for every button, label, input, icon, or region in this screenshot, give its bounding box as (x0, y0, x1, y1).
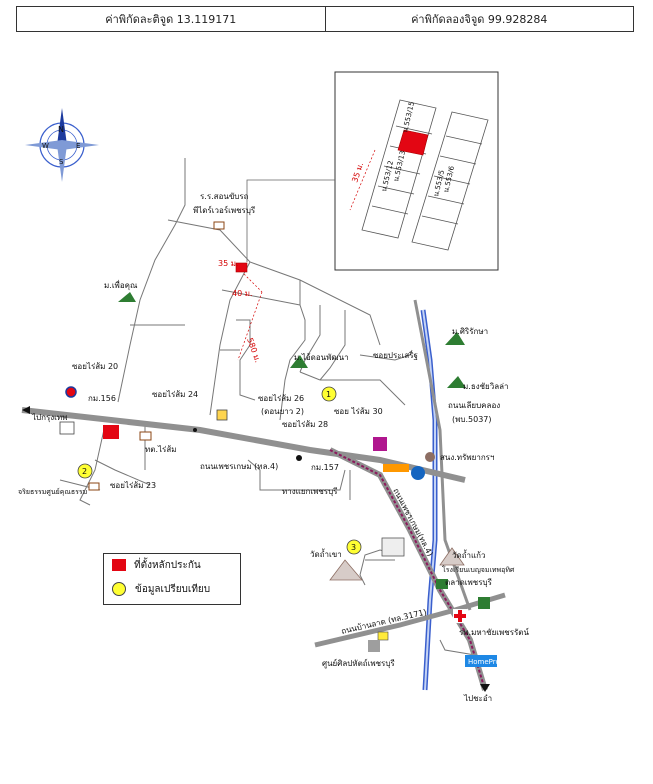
fuel-station-icon (65, 386, 77, 398)
label-hospital: รพ.มหาชัยเพชรรัตน์ (459, 627, 529, 637)
office-seal-icon (425, 452, 435, 462)
collateral-marker (235, 262, 248, 273)
latitude-value: ค่าพิกัดละติจูด 13.119171 (105, 13, 237, 26)
shop-icon (216, 409, 228, 421)
label-village-wiset: ม.ไอ้ดอนพัฒนา (294, 353, 349, 362)
label-soi26: ซอยไร่ส้ม 26 (258, 394, 304, 403)
building-icon (59, 421, 75, 435)
label-to-chaam: ไปชะอำ (463, 694, 492, 703)
label-soi23: ซอยไร่ส้ม 23 (110, 481, 156, 490)
point-icon (193, 428, 197, 432)
road-bypass-inner (329, 449, 486, 691)
label-dim-580: 580 ม. (245, 337, 262, 364)
compass-w: W (42, 142, 49, 150)
label-village-phuekhun: ม.เพื่อคุณ (104, 279, 138, 290)
label-to-bangkok: ไปกรุงเทพ (31, 413, 67, 422)
longitude-value: ค่าพิกัดลองจิจูด 99.928284 (324, 7, 634, 31)
coordinate-bar: ค่าพิกัดละติจูด 13.119171 ค่าพิกัดลองจิจ… (16, 6, 634, 32)
label-school-ban: โรงเรียนเบญจมเทพอุทิศ (442, 565, 515, 574)
comparison-marker-1 (321, 386, 337, 402)
arrow-west-icon (22, 406, 30, 414)
road-canal (413, 299, 472, 611)
label-road-khlong: ถนนเลียบคลอง (448, 401, 500, 410)
district-office-icon (88, 482, 100, 491)
center-icon (368, 640, 380, 652)
legend-comparison-label: ข้อมูลเปรียบเทียบ (135, 583, 211, 595)
inset-connector (246, 179, 335, 262)
tree-icon (118, 292, 136, 302)
comparison-marker-3 (346, 539, 362, 555)
legend-collateral-label: ที่ตั้งหลักประกัน (134, 559, 201, 571)
label-dim-35: 35 ม. (218, 259, 239, 268)
hotel-icon (373, 437, 387, 451)
label-soi30: ซอย ไร่ส้ม 30 (334, 407, 383, 416)
label-soi26b: (ดอนยาว 2) (261, 407, 304, 416)
label-junction: ทางแยกเพชรบุรี (282, 487, 338, 496)
inset-map: 35 ม. น.553/15 น.553/13 น.553/12 น.553/6… (334, 71, 499, 271)
arrow-south-icon (480, 684, 490, 692)
comparison-swatch (112, 582, 126, 596)
label-soi-prasert: ซอยประเสริฐ (373, 351, 418, 360)
shop-icon (377, 631, 389, 641)
comparison-marker-3-label: 3 (351, 543, 356, 552)
label-wat-chan: วัดถ้ำเขา (310, 548, 342, 559)
label-road-code: (พบ.5037) (452, 415, 492, 424)
honda-icon (103, 425, 119, 439)
label-soi24: ซอยไร่ส้ม 24 (152, 390, 198, 399)
point-icon (296, 455, 302, 461)
minor-roads (59, 158, 476, 656)
school-icon (213, 221, 225, 230)
label-soi28: ซอยไร่ส้ม 28 (282, 420, 328, 429)
label-road-phetkasem: ถนนเพชรเกษม (ทล.4) (200, 462, 278, 471)
collateral-swatch (112, 559, 126, 571)
compass-n: N (58, 125, 64, 134)
ptt-icon (411, 466, 425, 480)
school2-icon (381, 537, 405, 557)
label-market: ตลาดเพชรบุรี (445, 578, 493, 587)
label-center: ศูนย์ศิลปหัตถ์เพชรบุรี (322, 658, 395, 669)
office-icon (139, 431, 152, 441)
label-soi20: ซอยไร่ส้ม 20 (72, 362, 118, 371)
seven-eleven-icon (478, 597, 490, 609)
homepro-icon (465, 655, 497, 667)
compass-e: E (76, 142, 80, 150)
label-village-suksawat: ม.ธงชัยวิลล่า (463, 382, 509, 391)
label-homepro: HomePro (468, 658, 500, 666)
legend: ที่ตั้งหลักประกัน ข้อมูลเปรียบเทียบ (103, 553, 241, 605)
temple-icon (439, 547, 465, 566)
label-school2: พีไดร์เวอร์เพชรบุรี (193, 205, 256, 215)
comparison-marker-1-label: 1 (326, 390, 331, 399)
legend-collateral: ที่ตั้งหลักประกัน (104, 554, 240, 576)
collateral-plot (397, 129, 429, 156)
label-km157: กม.157 (311, 463, 339, 472)
label-village-srirak: ม.ศิริรักษา (452, 327, 488, 336)
label-school: ร.ร.สอนขับรถ (200, 192, 249, 201)
compass-s: S (59, 158, 64, 166)
comparison-marker-2 (77, 463, 93, 479)
label-td-raisom: ทต.ไร่ส้ม (145, 445, 177, 454)
compass-icon: N S E W (25, 108, 99, 182)
label-bank: สนง.ทรัพยากรฯ (440, 453, 494, 462)
poi-icons (59, 221, 497, 667)
label-km156: กม.156 (88, 394, 116, 403)
label-district-office: จริยธรรมศูนย์คุณธรรม (18, 488, 87, 496)
temple-icon (329, 559, 363, 581)
gas-station-icon (383, 464, 409, 472)
legend-comparison: ข้อมูลเปรียบเทียบ (104, 578, 240, 600)
label-wat-tham: วัดถ้ำแก้ว (452, 549, 486, 560)
tree-icon (290, 355, 308, 368)
tree-icon (447, 376, 466, 388)
comparison-marker-2-label: 2 (82, 467, 87, 476)
market-icon (436, 579, 448, 589)
tree-icon (445, 332, 465, 345)
label-dim-40: 40 ม. (232, 289, 253, 298)
